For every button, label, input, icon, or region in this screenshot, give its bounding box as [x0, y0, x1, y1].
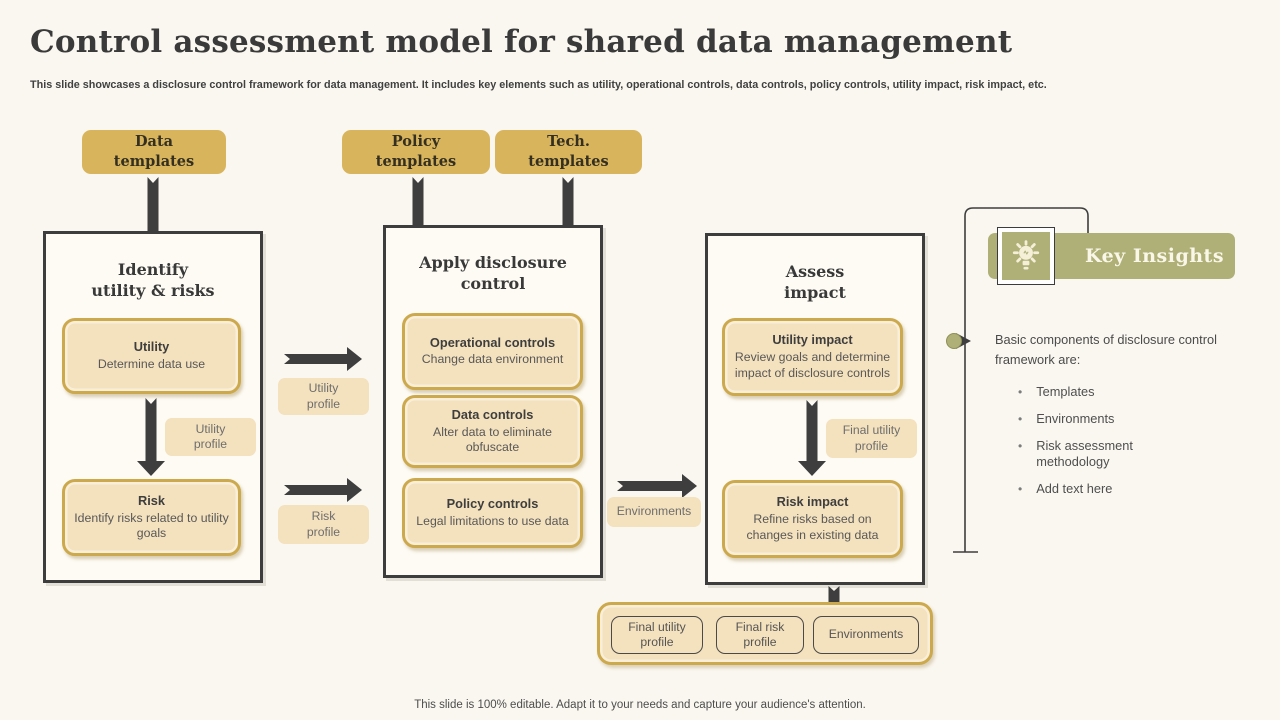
- final-risk-profile-box: Final risk profile: [716, 616, 804, 654]
- utility-impact-card: Utility impact Review goals and determin…: [722, 318, 903, 396]
- risk-card-desc: Identify risks related to utility goals: [74, 510, 229, 541]
- utility-to-risk-arrow: [137, 398, 165, 476]
- utility-profile-inner-tag: Utility profile: [165, 418, 256, 456]
- utility-profile-arrow: [284, 347, 362, 371]
- outputs-container: [597, 602, 933, 665]
- bullet-item-templates: • Templates: [1018, 384, 1218, 401]
- policy-controls-title: Policy controls: [446, 496, 539, 512]
- operational-controls-card: Operational controls Change data environ…: [402, 313, 583, 390]
- footer-note: This slide is 100% editable. Adapt it to…: [414, 699, 866, 711]
- bullet-dot-icon: •: [1018, 411, 1023, 426]
- page-title: Control assessment model for shared data…: [30, 24, 1013, 60]
- data-controls-desc: Alter data to eliminate obfuscate: [433, 424, 552, 455]
- policy-controls-card: Policy controls Legal limitations to use…: [402, 478, 583, 548]
- data-to-identify-arrow: [139, 177, 167, 251]
- tech-to-apply-arrow: [554, 177, 582, 247]
- utility-card-title: Utility: [133, 339, 170, 355]
- tech-templates-box: Tech. templates: [495, 130, 642, 174]
- bullet-dot-icon: •: [1018, 438, 1023, 453]
- environments-box: Environments: [813, 616, 919, 654]
- apply-stage-header: Apply disclosure control: [419, 253, 567, 293]
- environments-arrow: [617, 474, 697, 498]
- final-utility-profile-box: Final utility profile: [611, 616, 703, 654]
- risk-card: Risk Identify risks related to utility g…: [62, 479, 241, 556]
- bullet-item-environments: • Environments: [1018, 411, 1218, 428]
- policy-templates-box: Policy templates: [342, 130, 490, 174]
- environments-tag: Environments: [607, 497, 701, 527]
- utility-card: Utility Determine data use: [62, 318, 241, 394]
- operational-controls-desc: Change data environment: [421, 352, 564, 367]
- operational-controls-title: Operational controls: [429, 334, 556, 350]
- key-insights-marker-icon: [946, 333, 971, 349]
- bullet-text: Risk assessment methodology: [1036, 437, 1133, 470]
- final-utility-profile-tag: Final utility profile: [826, 419, 917, 458]
- utilityimpact-to-riskimpact-arrow: [798, 400, 826, 476]
- bullet-item-risk-assessment: • Risk assessment methodology: [1018, 438, 1178, 471]
- bullet-text: Add text here: [1036, 480, 1113, 496]
- risk-profile-tag: Risk profile: [278, 505, 369, 544]
- policy-controls-desc: Legal limitations to use data: [416, 513, 569, 528]
- utility-profile-tag: Utility profile: [278, 378, 369, 415]
- utility-card-desc: Determine data use: [97, 356, 206, 371]
- key-insights-bracket: [953, 207, 1089, 553]
- policy-to-apply-arrow: [404, 177, 432, 247]
- bullet-dot-icon: •: [1018, 481, 1023, 496]
- bullet-text: Templates: [1036, 384, 1095, 399]
- bullet-text: Environments: [1036, 410, 1115, 426]
- bullet-item-add-text: • Add text here: [1018, 481, 1218, 498]
- risk-profile-arrow: [284, 478, 362, 502]
- utility-impact-title: Utility impact: [772, 332, 853, 348]
- data-templates-box: Data templates: [82, 130, 226, 174]
- data-controls-title: Data controls: [451, 406, 534, 422]
- page-subtitle: This slide showcases a disclosure contro…: [30, 79, 1047, 91]
- key-insights-intro: Basic components of disclosure control f…: [995, 332, 1217, 367]
- risk-impact-desc: Refine risks based on changes in existin…: [746, 512, 879, 542]
- key-insights-title: Key Insights: [1085, 245, 1225, 267]
- utility-impact-desc: Review goals and determine impact of dis…: [734, 350, 891, 380]
- key-insights-icon-frame: [997, 227, 1055, 285]
- identify-stage-header: Identify utility & risks: [91, 260, 215, 300]
- lightbulb-icon: [1012, 240, 1040, 270]
- data-controls-card: Data controls Alter data to eliminate ob…: [402, 395, 583, 468]
- risk-card-title: Risk: [137, 492, 166, 508]
- key-insights-bullets: • Templates • Environments • Risk assess…: [1018, 384, 1218, 508]
- bullet-dot-icon: •: [1018, 385, 1023, 399]
- risk-impact-card: Risk impact Refine risks based on change…: [722, 480, 903, 558]
- risk-impact-title: Risk impact: [776, 494, 849, 510]
- assess-stage-header: Assess impact: [784, 262, 846, 302]
